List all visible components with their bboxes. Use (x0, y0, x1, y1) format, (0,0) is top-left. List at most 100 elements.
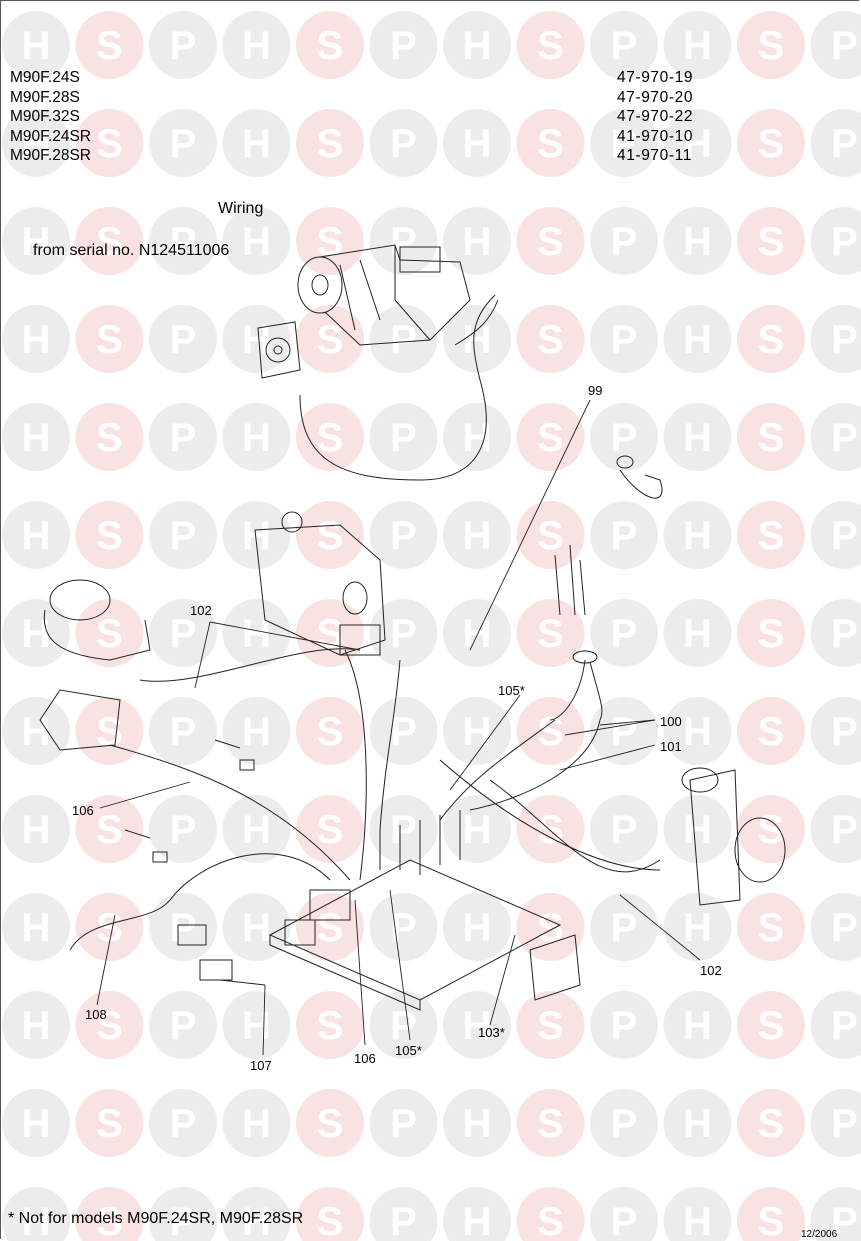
wire-bundle (139, 648, 361, 682)
watermark-letter: S (758, 220, 785, 264)
watermark-circle (737, 207, 805, 275)
watermark-letter: H (22, 612, 51, 656)
model-name: M90F.24S (10, 69, 80, 86)
watermark-circle (369, 403, 438, 471)
watermark-circle (149, 697, 217, 765)
watermark-letter: P (611, 808, 638, 852)
watermark-letter: H (22, 710, 51, 754)
watermark-letter: S (537, 122, 564, 166)
watermark-circle (222, 1187, 291, 1241)
watermark-letter: P (831, 24, 858, 68)
watermark-circle (443, 11, 511, 79)
watermark-circle (222, 893, 291, 961)
watermark-letter: H (683, 318, 712, 362)
watermark-circle (737, 1089, 805, 1157)
wire-bundle (379, 659, 401, 831)
watermark-letter: S (758, 24, 785, 68)
watermark-letter: S (758, 906, 785, 950)
watermark-letter: H (22, 122, 51, 166)
watermark-letter: S (96, 514, 123, 558)
watermark-circle (149, 11, 217, 79)
circulating-pump (681, 767, 786, 906)
watermark-letter: P (390, 24, 417, 68)
watermark-circle (296, 403, 364, 471)
watermark-circle (222, 207, 291, 275)
footnote: * Not for models M90F.24SR, M90F.28SR (8, 1210, 304, 1227)
watermark-letter: P (611, 1200, 638, 1241)
watermark-circle (590, 11, 658, 79)
watermark-letter: S (96, 1200, 123, 1241)
watermark-letter: H (463, 220, 492, 264)
ignition-transformer (39, 579, 151, 751)
watermark-letter: P (611, 122, 638, 166)
watermark-circle (2, 207, 70, 275)
watermark-circle (443, 1089, 511, 1157)
watermark-circle (369, 697, 438, 765)
ignition-electrodes (549, 544, 603, 721)
pressure-switch (257, 321, 301, 379)
watermark-letter: H (683, 24, 712, 68)
ntc-connector (152, 851, 168, 863)
wire-bundle (219, 979, 266, 986)
watermark-circle (2, 991, 70, 1059)
watermark-circle (663, 403, 732, 471)
watermark-circle (149, 599, 217, 667)
terminal-blocks (177, 924, 233, 981)
watermark-circle (663, 109, 732, 177)
watermark-letter: S (758, 416, 785, 460)
watermark-letter: S (317, 24, 344, 68)
model-code: 47-970-19 (617, 69, 694, 86)
watermark-circle (222, 501, 291, 569)
watermark-circle (663, 501, 732, 569)
watermark-circle (810, 1089, 861, 1157)
watermark-circle (296, 1187, 364, 1241)
watermark-letter: P (611, 416, 638, 460)
watermark-letter: H (22, 220, 51, 264)
watermark-circle (75, 403, 144, 471)
watermark-letter: H (463, 1102, 492, 1146)
watermark-letter: H (683, 1200, 712, 1241)
watermark-circle (516, 893, 585, 961)
watermark-letter: P (390, 612, 417, 656)
fan-connector-wire (454, 299, 499, 346)
wire-bundle (439, 719, 556, 821)
watermark-circle (810, 599, 861, 667)
watermark-letter: H (22, 1200, 51, 1241)
watermark-circle (663, 207, 732, 275)
watermark-circle (663, 305, 732, 373)
watermark-circle (222, 305, 291, 373)
watermark-letter: P (831, 710, 858, 754)
watermark-letter: P (170, 1102, 197, 1146)
watermark-letter: H (463, 906, 492, 950)
watermark-circle (75, 1089, 144, 1157)
wire-bundle (344, 649, 367, 881)
watermark-letter: S (96, 24, 123, 68)
watermark-circle (296, 893, 364, 961)
watermark-circle (149, 795, 217, 863)
watermark-letter: P (170, 710, 197, 754)
watermark-circle (590, 1089, 658, 1157)
watermark-circle (443, 207, 511, 275)
watermark-letter: S (537, 318, 564, 362)
watermark-letter: H (683, 1102, 712, 1146)
watermark-circle (75, 795, 144, 863)
watermark-letter: H (242, 24, 271, 68)
watermark-circle (737, 599, 805, 667)
watermark-letter: P (611, 24, 638, 68)
fan-assembly (297, 244, 471, 346)
watermark-letter: P (390, 122, 417, 166)
watermark-circle (149, 109, 217, 177)
watermark-letter: P (170, 24, 197, 68)
watermark-circle (737, 1187, 805, 1241)
watermark-letter: P (831, 1102, 858, 1146)
watermark-letter: P (170, 808, 197, 852)
watermark-circle (2, 1187, 70, 1241)
watermark-letter: P (170, 220, 197, 264)
watermark-letter: H (683, 220, 712, 264)
watermark-circle (296, 1089, 364, 1157)
watermark-circle (222, 991, 291, 1059)
watermark-circle (810, 207, 861, 275)
watermark-letter: S (317, 906, 344, 950)
watermark-letter: S (96, 612, 123, 656)
watermark-circle (810, 305, 861, 373)
